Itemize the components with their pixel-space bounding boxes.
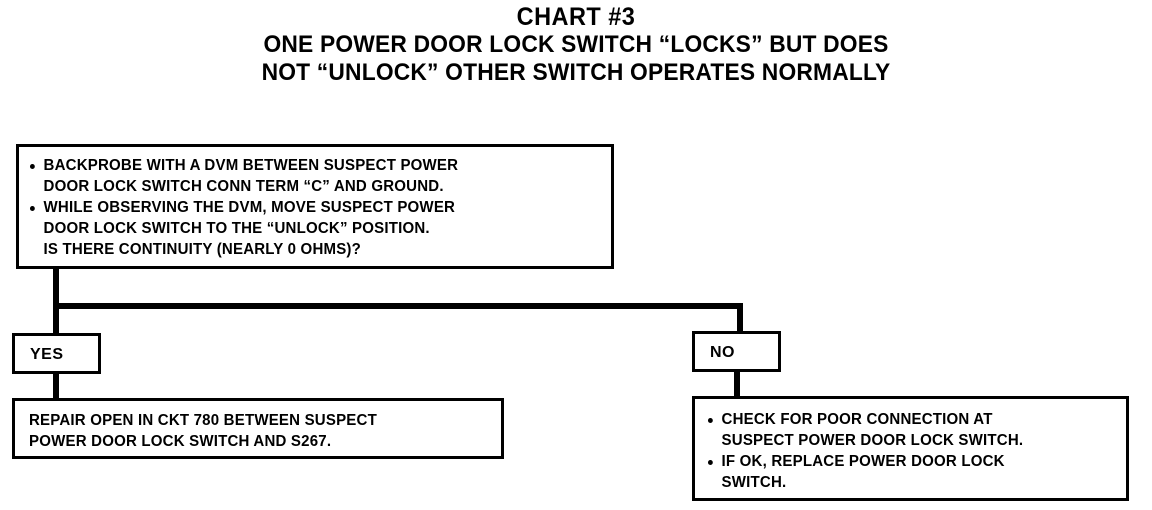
question-bullet-1-line-1: BACKPROBE WITH A DVM BETWEEN SUSPECT POW… — [29, 155, 594, 176]
branch-label-no: NO — [710, 344, 735, 361]
branch-label-box-yes: YES — [12, 333, 101, 374]
branch-label-yes: YES — [30, 346, 64, 363]
branch-label-box-no: NO — [692, 331, 781, 372]
connector-question-to-yes — [53, 268, 59, 335]
bullet-dot-icon — [707, 460, 713, 465]
result-box-yes: REPAIR OPEN IN CKT 780 BETWEEN SUSPECT P… — [12, 398, 504, 459]
connector-yes-to-result — [53, 373, 59, 400]
bullet-dot-icon — [707, 418, 713, 423]
chart-subtitle-line-2: NOT “UNLOCK” OTHER SWITCH OPERATES NORMA… — [261, 59, 891, 86]
bullet-dot-icon — [29, 164, 35, 169]
question-bullet-1-line-1-text: BACKPROBE WITH A DVM BETWEEN SUSPECT POW… — [43, 157, 459, 174]
question-bullet-2-line-1: WHILE OBSERVING THE DVM, MOVE SUSPECT PO… — [29, 197, 594, 218]
yes-result-line-1: REPAIR OPEN IN CKT 780 BETWEEN SUSPECT — [29, 412, 377, 429]
question-bullet-2-line-2: DOOR LOCK SWITCH TO THE “UNLOCK” POSITIO… — [43, 220, 430, 237]
bullet-dot-icon — [29, 206, 35, 211]
question-box: BACKPROBE WITH A DVM BETWEEN SUSPECT POW… — [16, 144, 614, 269]
no-result-bullet-1-line-1-text: CHECK FOR POOR CONNECTION AT — [721, 411, 993, 428]
yes-result-line-2: POWER DOOR LOCK SWITCH AND S267. — [29, 433, 332, 450]
connector-no-to-result — [734, 371, 740, 398]
no-result-bullet-1-line-1: CHECK FOR POOR CONNECTION AT — [707, 409, 1113, 430]
question-bullet-1-line-2: DOOR LOCK SWITCH CONN TERM “C” AND GROUN… — [43, 178, 444, 195]
no-result-bullet-2-line-1: IF OK, REPLACE POWER DOOR LOCK — [707, 451, 1113, 472]
connector-branch-bus — [53, 303, 743, 309]
no-result-bullet-2-line-1-text: IF OK, REPLACE POWER DOOR LOCK — [721, 453, 1005, 470]
question-bullet-2-line-1-text: WHILE OBSERVING THE DVM, MOVE SUSPECT PO… — [43, 199, 456, 216]
connector-bus-to-no — [737, 303, 743, 334]
chart-subtitle-line-1: ONE POWER DOOR LOCK SWITCH “LOCKS” BUT D… — [263, 31, 889, 58]
chart-title-block: CHART #3 ONE POWER DOOR LOCK SWITCH “LOC… — [0, 4, 1152, 87]
no-result-bullet-2-line-2: SWITCH. — [721, 474, 787, 491]
question-bullet-2-line-3: IS THERE CONTINUITY (NEARLY 0 OHMS)? — [43, 241, 362, 258]
no-result-bullet-1-line-2: SUSPECT POWER DOOR LOCK SWITCH. — [721, 432, 1024, 449]
result-box-no: CHECK FOR POOR CONNECTION AT SUSPECT POW… — [692, 396, 1129, 501]
chart-number-heading: CHART #3 — [516, 3, 636, 31]
